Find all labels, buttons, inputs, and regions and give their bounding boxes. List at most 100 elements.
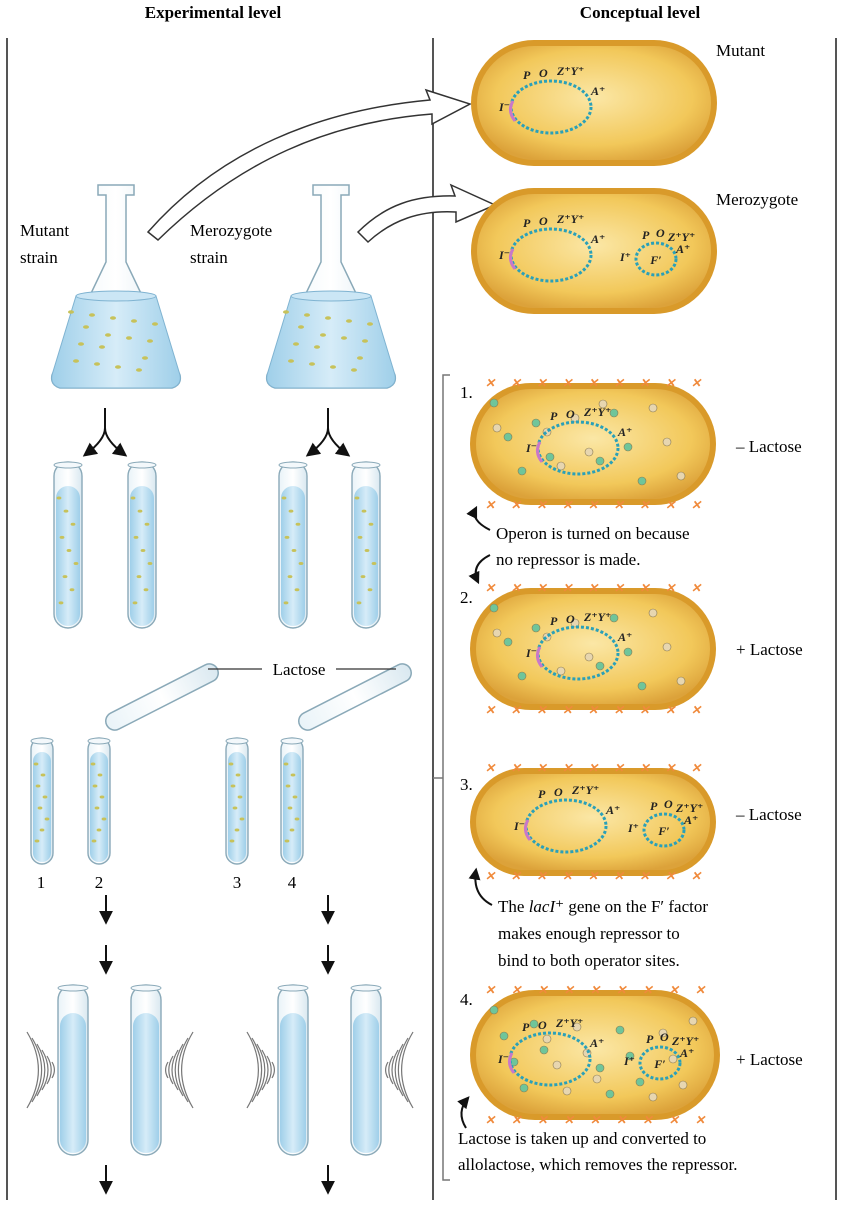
svg-text:P: P bbox=[550, 409, 558, 423]
svg-text:✕: ✕ bbox=[642, 983, 653, 997]
svg-text:A⁺: A⁺ bbox=[683, 813, 698, 827]
svg-text:O: O bbox=[660, 1030, 669, 1044]
tube-row1-2 bbox=[127, 461, 157, 629]
svg-text:I⁻: I⁻ bbox=[497, 1052, 509, 1066]
svg-text:A⁺: A⁺ bbox=[675, 242, 690, 256]
svg-text:✕: ✕ bbox=[536, 498, 547, 512]
svg-text:I⁻: I⁻ bbox=[498, 248, 510, 262]
svg-text:✕: ✕ bbox=[665, 581, 676, 595]
svg-text:Z⁺Y⁺: Z⁺Y⁺ bbox=[571, 783, 599, 797]
bacterium-dot bbox=[357, 356, 363, 360]
bacterium-dot bbox=[351, 368, 357, 372]
svg-text:✕: ✕ bbox=[616, 1113, 627, 1127]
test-tubes-row-2 bbox=[30, 737, 304, 865]
svg-text:P: P bbox=[642, 228, 650, 242]
svg-text:I⁻: I⁻ bbox=[498, 100, 510, 114]
svg-text:✕: ✕ bbox=[588, 703, 599, 717]
bacterium-dot bbox=[341, 336, 347, 340]
caption-4-curved-arrow bbox=[457, 1096, 470, 1129]
mutant-strain-label-1: Mutant bbox=[20, 221, 69, 240]
svg-text:✕: ✕ bbox=[614, 869, 625, 883]
tube-number-1: 1 bbox=[37, 873, 46, 892]
svg-text:✕: ✕ bbox=[588, 581, 599, 595]
bacterium-dot bbox=[110, 316, 116, 320]
svg-text:✕: ✕ bbox=[691, 498, 702, 512]
svg-text:✕: ✕ bbox=[536, 581, 547, 595]
caption-4-line-1: Lactose is taken up and converted to bbox=[458, 1129, 706, 1148]
svg-text:✕: ✕ bbox=[614, 581, 625, 595]
tube-row1-1 bbox=[53, 461, 83, 629]
test-tubes-row-1 bbox=[53, 461, 381, 629]
svg-text:✕: ✕ bbox=[614, 498, 625, 512]
svg-text:P: P bbox=[523, 216, 531, 230]
svg-text:✕: ✕ bbox=[639, 761, 650, 775]
svg-text:O: O bbox=[539, 214, 548, 228]
svg-text:✕: ✕ bbox=[590, 1113, 601, 1127]
bacterium-dot bbox=[304, 313, 310, 317]
svg-text:P: P bbox=[646, 1032, 654, 1046]
caption-3-line-1: The lacI⁺ gene on the F′ factor bbox=[498, 897, 708, 916]
flask-bacteria-dots bbox=[68, 310, 373, 372]
bacterium-dot bbox=[131, 319, 137, 323]
svg-text:✕: ✕ bbox=[691, 869, 702, 883]
test-tubes-row-3 bbox=[57, 984, 382, 1156]
step-1-condition: – Lactose bbox=[735, 437, 802, 456]
svg-text:✕: ✕ bbox=[511, 983, 522, 997]
svg-text:✕: ✕ bbox=[485, 498, 496, 512]
bacterium-dot bbox=[99, 345, 105, 349]
svg-text:I⁻: I⁻ bbox=[525, 441, 537, 455]
svg-text:A⁺: A⁺ bbox=[605, 803, 620, 817]
step-3-condition: – Lactose bbox=[735, 805, 802, 824]
svg-text:✕: ✕ bbox=[536, 869, 547, 883]
caption-3-curved-arrow bbox=[468, 867, 493, 906]
tube-number-3: 3 bbox=[233, 873, 242, 892]
svg-text:✕: ✕ bbox=[639, 703, 650, 717]
svg-text:✕: ✕ bbox=[537, 1113, 548, 1127]
bacterium-dot bbox=[89, 313, 95, 317]
svg-text:✕: ✕ bbox=[485, 869, 496, 883]
mutant-cell-label: Mutant bbox=[716, 41, 765, 60]
bacterium-dot bbox=[320, 333, 326, 337]
svg-text:O: O bbox=[664, 797, 673, 811]
tube-number-2: 2 bbox=[95, 873, 104, 892]
svg-text:Z⁺Y⁺: Z⁺Y⁺ bbox=[583, 405, 611, 419]
svg-text:✕: ✕ bbox=[639, 581, 650, 595]
svg-text:✕: ✕ bbox=[588, 869, 599, 883]
merozygote-split-arrows bbox=[305, 408, 351, 457]
svg-text:✕: ✕ bbox=[669, 983, 680, 997]
svg-text:✕: ✕ bbox=[485, 376, 496, 390]
svg-text:✕: ✕ bbox=[485, 581, 496, 595]
svg-text:I⁺: I⁺ bbox=[623, 1054, 635, 1068]
svg-text:A⁺: A⁺ bbox=[617, 630, 632, 644]
svg-text:O: O bbox=[538, 1018, 547, 1032]
bacterium-dot bbox=[309, 362, 315, 366]
svg-text:✕: ✕ bbox=[485, 1113, 496, 1127]
svg-text:✕: ✕ bbox=[639, 376, 650, 390]
svg-text:A⁺: A⁺ bbox=[617, 425, 632, 439]
svg-text:✕: ✕ bbox=[691, 581, 702, 595]
tube-row2-2 bbox=[87, 737, 111, 865]
sonication-waves bbox=[26, 1031, 414, 1109]
svg-text:✕: ✕ bbox=[562, 581, 573, 595]
lactose-tube-left bbox=[105, 663, 219, 731]
mutant-split-arrows bbox=[82, 408, 128, 457]
bacterium-dot bbox=[325, 316, 331, 320]
svg-text:P: P bbox=[522, 1020, 530, 1034]
svg-text:A⁺: A⁺ bbox=[590, 84, 605, 98]
svg-text:F′: F′ bbox=[653, 1057, 665, 1071]
svg-text:✕: ✕ bbox=[639, 498, 650, 512]
bacterium-dot bbox=[73, 359, 79, 363]
svg-text:P: P bbox=[650, 799, 658, 813]
svg-text:✕: ✕ bbox=[665, 869, 676, 883]
svg-text:✕: ✕ bbox=[614, 703, 625, 717]
svg-text:Z⁺Y⁺: Z⁺Y⁺ bbox=[583, 610, 611, 624]
mutant-to-cell-arrow bbox=[146, 88, 472, 241]
svg-text:O: O bbox=[539, 66, 548, 80]
merozygote-strain-label-1: Merozygote bbox=[190, 221, 272, 240]
svg-text:✕: ✕ bbox=[564, 1113, 575, 1127]
tube-row3-3 bbox=[277, 984, 309, 1156]
svg-text:O: O bbox=[566, 407, 575, 421]
